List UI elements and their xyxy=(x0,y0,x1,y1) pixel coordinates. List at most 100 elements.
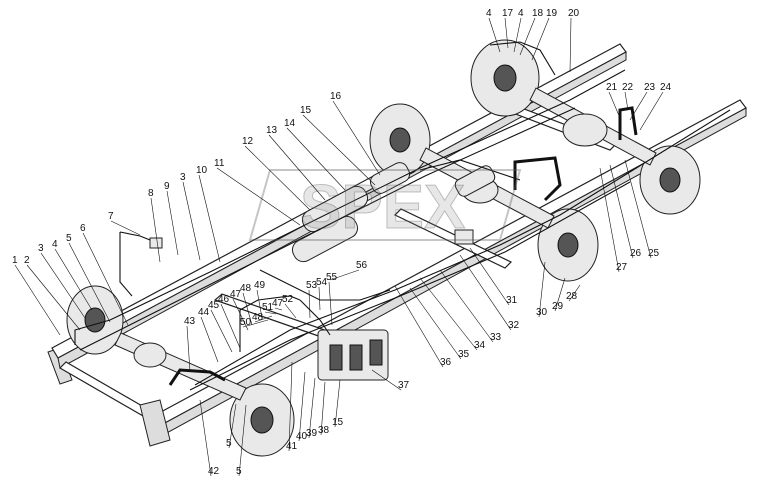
leader-line xyxy=(308,289,311,319)
callout-number: 21 xyxy=(606,82,618,93)
leader-line xyxy=(166,190,179,256)
wheel-brakes xyxy=(66,39,701,457)
callout-number: 22 xyxy=(622,82,634,93)
callout-number: 39 xyxy=(306,428,318,439)
watermark-text: SPEX xyxy=(300,173,465,242)
leader-line xyxy=(274,307,283,311)
callout-number: 25 xyxy=(648,248,660,259)
leader-line xyxy=(286,127,346,191)
callout-number: 15 xyxy=(332,417,344,428)
callout-number: 2 xyxy=(24,255,30,266)
callout-number: 43 xyxy=(184,316,196,327)
callout-number: 18 xyxy=(532,8,544,19)
callout-number: 55 xyxy=(326,272,338,283)
leader-line xyxy=(624,159,652,259)
brake-line-main-right-2 xyxy=(189,181,631,391)
callout-number: 3 xyxy=(180,172,186,183)
callout-number: 28 xyxy=(566,291,578,302)
watermark: SPEX xyxy=(248,169,522,243)
brake-chamber-b xyxy=(349,344,363,371)
control-valve-block xyxy=(454,165,496,197)
leader-line xyxy=(238,404,247,477)
leader-line xyxy=(220,303,241,349)
brake-line-53 xyxy=(299,299,331,336)
callout-number: 45 xyxy=(208,300,220,311)
leader-line xyxy=(329,269,360,281)
pressure-regulator xyxy=(454,229,474,245)
callout-number: 13 xyxy=(266,125,278,136)
leader-line xyxy=(409,287,462,360)
callout-number: 26 xyxy=(630,248,642,259)
leader-line xyxy=(519,17,536,56)
brake-line-7-loop xyxy=(119,231,151,297)
leader-line xyxy=(308,377,316,439)
leader-line xyxy=(242,292,253,326)
hub-rear-left xyxy=(493,64,517,92)
air-system-units xyxy=(149,162,496,381)
callout-number: 46 xyxy=(218,294,230,305)
brake-hose-22 xyxy=(618,106,638,140)
callout-number: 17 xyxy=(502,8,514,19)
leader-line xyxy=(284,303,297,319)
leader-line xyxy=(328,281,333,326)
callout-number: 11 xyxy=(214,158,225,169)
leader-line xyxy=(200,316,219,363)
hub-front-right xyxy=(250,406,274,434)
hub-front-left xyxy=(84,307,106,333)
brake-line-44-loop xyxy=(239,295,301,352)
callout-number: 47 xyxy=(230,289,242,300)
callout-number: 32 xyxy=(508,320,520,331)
leader-line xyxy=(244,145,311,211)
axles xyxy=(114,87,657,401)
leader-line xyxy=(302,114,376,186)
callout-number: 4 xyxy=(486,8,492,19)
callout-number: 20 xyxy=(568,8,580,19)
hub-mid-left xyxy=(389,127,411,153)
leader-line xyxy=(439,269,494,343)
callout-number: 29 xyxy=(552,301,564,312)
callout-number: 42 xyxy=(208,466,220,477)
callout-number: 16 xyxy=(330,91,342,102)
callout-number: 8 xyxy=(148,188,154,199)
callout-number: 53 xyxy=(306,280,318,291)
callout-number: 10 xyxy=(196,165,208,176)
callout-number: 5 xyxy=(66,233,72,244)
leader-line xyxy=(264,311,277,315)
leader-line xyxy=(334,379,341,428)
callout-number: 34 xyxy=(474,340,486,351)
leader-line xyxy=(538,261,546,318)
brake-hose-rear xyxy=(513,156,562,202)
brake-hose-front xyxy=(168,368,226,386)
leader-line xyxy=(298,371,306,442)
leader-line xyxy=(639,91,664,131)
callout-number: 36 xyxy=(440,357,452,368)
callout-number: 56 xyxy=(356,260,368,271)
leader-line xyxy=(394,285,444,368)
callout-number: 19 xyxy=(546,8,558,19)
callout-number: 31 xyxy=(506,295,518,306)
leader-line xyxy=(110,220,141,236)
leader-line xyxy=(568,284,581,302)
callout-number: 35 xyxy=(458,349,470,360)
leader-line xyxy=(513,17,522,53)
callout-number: 7 xyxy=(108,211,114,222)
brake-chamber-a xyxy=(329,344,343,371)
leader-line xyxy=(624,91,629,111)
leader-line xyxy=(288,361,293,452)
callout-number: 27 xyxy=(616,262,628,273)
leader-line xyxy=(199,399,212,477)
brake-line-56 xyxy=(259,269,391,301)
leader-line xyxy=(419,277,478,351)
callout-number: 54 xyxy=(316,277,328,288)
leader-line xyxy=(504,17,509,49)
leader-line xyxy=(629,91,648,121)
callout-number: 44 xyxy=(198,307,210,318)
callout-number: 40 xyxy=(296,431,308,442)
leader-line xyxy=(242,319,269,328)
brake-chamber-c xyxy=(369,339,383,366)
leader-line xyxy=(531,17,550,61)
leader-line xyxy=(332,100,381,176)
callout-number: 50 xyxy=(240,317,252,328)
callout-number: 1 xyxy=(12,255,18,266)
callout-number: 5 xyxy=(236,466,242,477)
